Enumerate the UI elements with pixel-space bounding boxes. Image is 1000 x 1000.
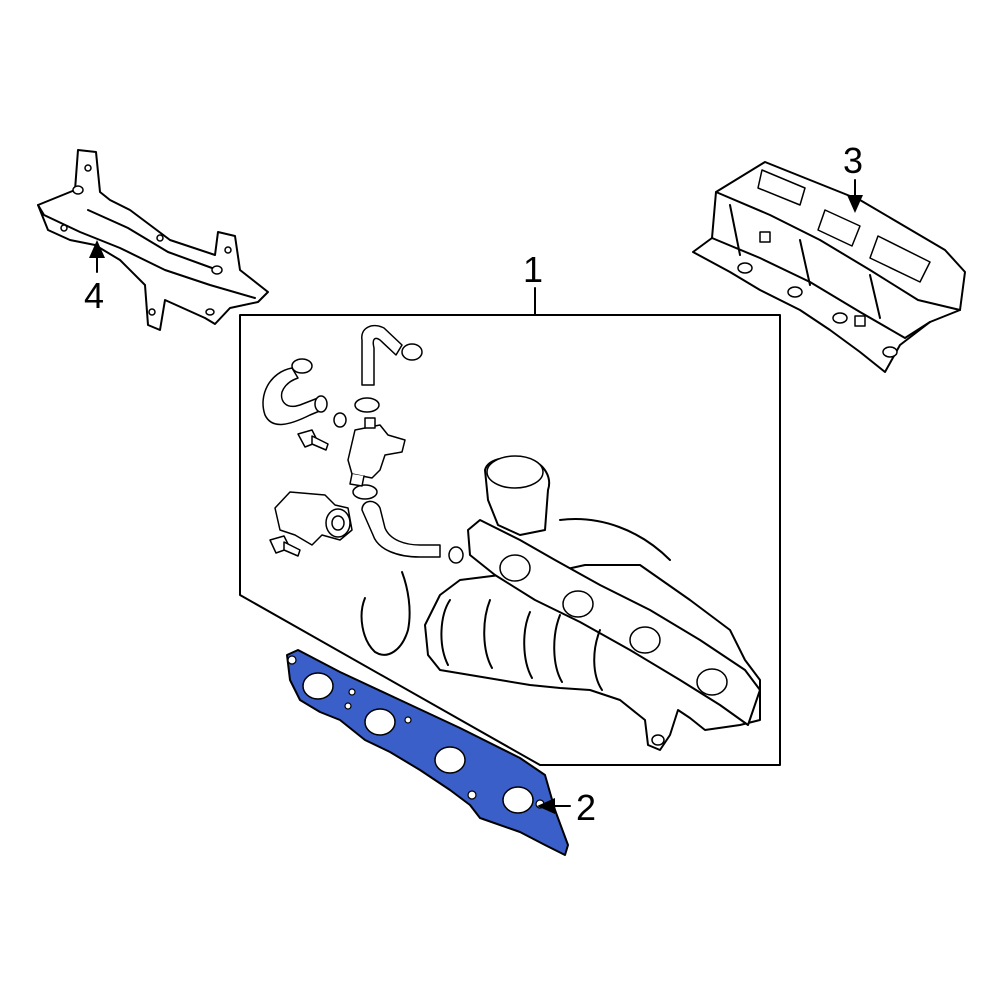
gasket-port-1 [302, 672, 334, 700]
turbocharger-assembly-icon[interactable] [424, 455, 761, 751]
callout-2-label: 2 [576, 787, 596, 828]
callout-3-label: 3 [843, 140, 863, 181]
gasket-port-2 [364, 708, 396, 736]
gasket-body [286, 649, 569, 856]
gasket-port-3 [434, 746, 466, 774]
turbocharger-assembly-box [239, 287, 781, 766]
gasket-port-4 [502, 786, 534, 814]
vacuum-hoses-icon[interactable] [262, 324, 464, 564]
bolt-icon[interactable] [269, 429, 329, 557]
callout-4-label: 4 [84, 275, 104, 316]
seal-ring-icon[interactable] [360, 571, 411, 656]
callout-1-label: 1 [523, 249, 543, 290]
bypass-valve-icon[interactable] [274, 491, 353, 546]
solenoid-valve-icon[interactable] [347, 417, 406, 487]
heat-shield-icon[interactable] [692, 161, 966, 373]
mounting-bracket-icon[interactable] [37, 149, 269, 331]
